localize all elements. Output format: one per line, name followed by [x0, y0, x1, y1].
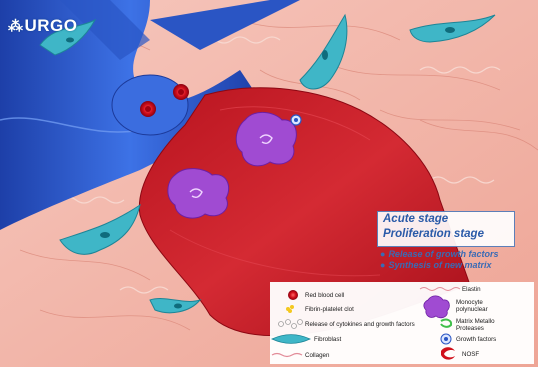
stage-bullet-2: ●Synthesis of new matrix: [380, 260, 491, 270]
legend-nosf: NOSF: [462, 351, 479, 358]
growth-factor-core: [294, 118, 298, 122]
legend-mmp-line2: Proteases: [456, 325, 484, 332]
stage-title-1: Acute stage: [383, 213, 448, 225]
legend-collagen: Collagen: [305, 352, 329, 359]
brand-logo: ⁂URGO: [8, 16, 78, 36]
legend-fibroblast: Fibroblast: [314, 336, 341, 343]
bullet-dot-icon: ●: [380, 260, 385, 270]
red-blood-cell-center: [145, 106, 151, 112]
logo-text: URGO: [25, 16, 78, 35]
bullet-dot-icon: ●: [380, 249, 385, 259]
stage-bullet-1-text: Release of growth factors: [388, 249, 498, 259]
legend-mmp-line1: Matrix Metallo: [456, 318, 495, 325]
logo-mark-icon: ⁂: [8, 18, 24, 35]
stage-bullet-1: ●Release of growth factors: [380, 249, 498, 259]
legend-red-blood-cell: Red blood cell: [305, 292, 344, 299]
legend-monocyte-line2: polynuclear: [456, 306, 488, 313]
legend-cytokines: Release of cytokines and growth factors: [305, 321, 415, 328]
stage-bullet-2-text: Synthesis of new matrix: [388, 260, 491, 270]
stage-title-2: Proliferation stage: [383, 228, 484, 240]
red-blood-cell-icon: [288, 290, 298, 300]
legend-elastin: Elastin: [462, 286, 481, 293]
legend-growth-factors: Growth factors: [456, 336, 496, 343]
growth-factor-core: [444, 337, 448, 341]
red-blood-cell-center: [178, 89, 184, 95]
monocyte-icon: [236, 112, 296, 165]
monocyte-icon: [168, 169, 229, 219]
legend-monocyte-line1: Monocyte: [456, 299, 483, 306]
legend-fibrin-platelet-clot: Fibrin-platelet clot: [305, 306, 354, 313]
